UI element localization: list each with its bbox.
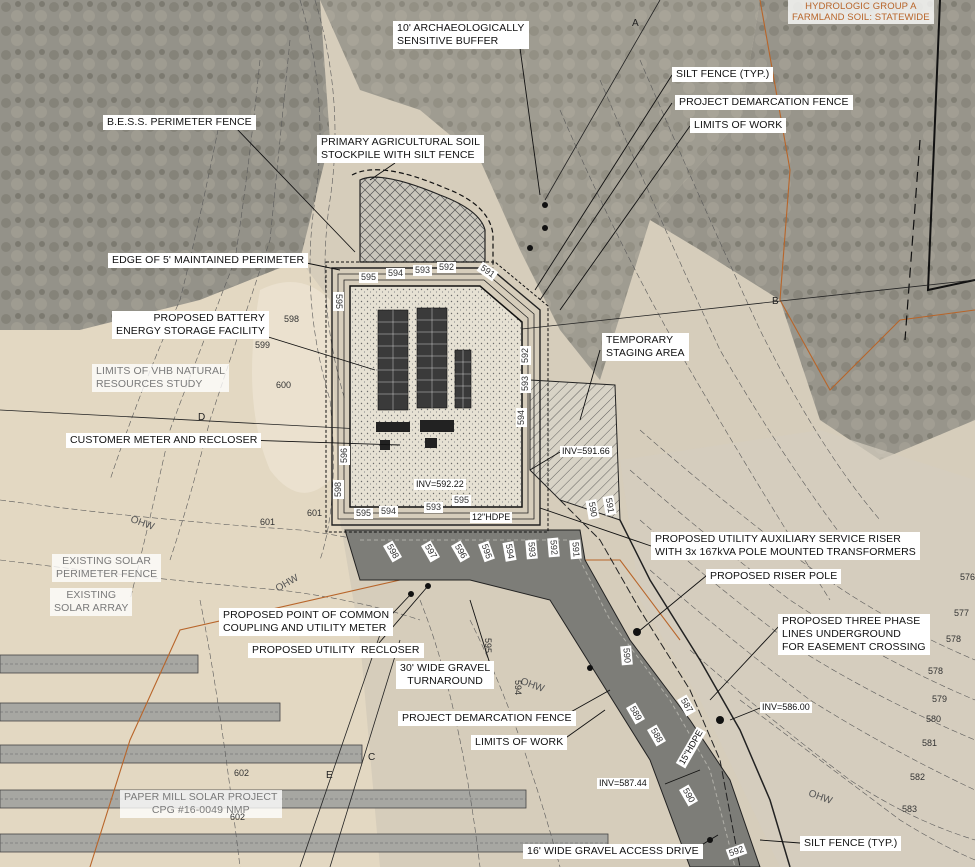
pipe-label-12-hdpe: 12"HDPE: [470, 512, 513, 523]
contour-label-center-1: 594: [513, 679, 524, 696]
contour-label-drive-1: 590: [620, 645, 633, 666]
contour-label-pad-right-1: 592: [520, 345, 532, 366]
label-staging-area: TEMPORARY STAGING AREA: [602, 333, 689, 361]
contour-label-east-t8: 577: [954, 608, 970, 618]
contour-label-pad-top-2: 594: [386, 268, 406, 279]
label-battery-facility: PROPOSED BATTERY ENERGY STORAGE FACILITY: [112, 311, 269, 339]
label-paper-mill-project: PAPER MILL SOLAR PROJECT CPG #16-0049 NM…: [120, 790, 282, 818]
silt-fence-pad: [325, 261, 549, 533]
meter-equipment: [376, 420, 454, 450]
label-riser-pole: PROPOSED RISER POLE: [706, 569, 842, 584]
contour-label-east-t4: 581: [922, 738, 938, 748]
section-letter-b: B: [772, 296, 779, 307]
section-letter-e: E: [326, 770, 333, 781]
contour-label-center-2: 595: [483, 637, 494, 654]
invert-pad: INV=592.22: [414, 479, 466, 490]
label-utility-recloser: PROPOSED UTILITY RECLOSER: [248, 643, 424, 658]
label-soil-stockpile: PRIMARY AGRICULTURAL SOIL STOCKPILE WITH…: [317, 135, 485, 163]
contour-label-pad-right-2: 593: [520, 373, 532, 394]
label-existing-fence: EXISTING SOLAR PERIMETER FENCE: [52, 554, 162, 582]
contour-label-pad-left-3: 598: [333, 479, 345, 500]
easement-dash: [904, 139, 921, 341]
contour-label-pad-left-2: 596: [339, 445, 351, 466]
invert-staging: INV=591.66: [560, 446, 612, 457]
contour-label-west-1: 598: [284, 314, 300, 324]
contour-label-west-7: 602: [230, 812, 246, 822]
label-silt-fence-top: SILT FENCE (TYP.): [672, 67, 774, 82]
label-utility-riser: PROPOSED UTILITY AUXILIARY SERVICE RISER…: [651, 532, 920, 560]
contour-label-east-t9: 578: [946, 634, 962, 644]
label-gravel-access-drive: 16' WIDE GRAVEL ACCESS DRIVE: [523, 844, 703, 859]
section-letter-a: A: [632, 18, 639, 29]
contour-label-pad-top-1: 595: [359, 272, 379, 283]
stockpile-silt-fence: [351, 169, 494, 268]
soil-stockpile: [359, 176, 486, 263]
contour-label-east-t3: 580: [926, 714, 942, 724]
contour-label-west-2: 599: [255, 340, 271, 350]
label-archaeological-buffer: 10' ARCHAEOLOGICALLY SENSITIVE BUFFER: [393, 21, 529, 49]
forest-north: [320, 0, 760, 380]
contour-label-pad-top-4: 592: [437, 262, 457, 273]
existing-solar-array: [0, 654, 609, 853]
label-limits-of-work-top: LIMITS OF WORK: [690, 118, 787, 133]
contour-label-pad-bottom-3: 593: [424, 502, 444, 513]
clearing-patch: [252, 282, 330, 493]
label-demarcation-fence-bottom: PROJECT DEMARCATION FENCE: [398, 711, 576, 726]
contour-label-east-t7: 576: [960, 572, 975, 582]
contour-label-pad-left-1: 595: [333, 291, 345, 312]
road-edge-dark-2: [559, 499, 741, 867]
invert-lower-right: INV=586.00: [760, 702, 812, 713]
forest-west: [0, 0, 330, 330]
label-vhb-limits: LIMITS OF VHB NATURAL RESOURCES STUDY: [92, 364, 230, 392]
label-limits-of-work-bottom: LIMITS OF WORK: [471, 735, 568, 750]
contour-label-pad-bottom-2: 594: [379, 506, 399, 517]
bess-pad-rings: [331, 267, 541, 526]
contour-label-road-6: 593: [525, 539, 538, 560]
invert-lower-left: INV=587.44: [597, 778, 649, 789]
contour-label-pad-bottom-4: 595: [452, 495, 472, 506]
easement-line: [926, 0, 975, 292]
battery-cell-lines: [378, 308, 471, 410]
section-letter-c: C: [368, 752, 376, 763]
label-point-of-coupling: PROPOSED POINT OF COMMON COUPLING AND UT…: [219, 608, 394, 636]
contour-label-pad-bottom-1: 595: [354, 508, 374, 519]
label-demarcation-fence-top: PROJECT DEMARCATION FENCE: [675, 95, 853, 110]
label-customer-meter: CUSTOMER METER AND RECLOSER: [66, 433, 262, 448]
contour-label-pad-top-3: 593: [413, 265, 433, 276]
label-three-phase-lines: PROPOSED THREE PHASE LINES UNDERGROUND F…: [778, 614, 930, 655]
contour-label-west-6: 602: [234, 768, 250, 778]
contour-label-west-3: 600: [276, 380, 292, 390]
forest-east: [650, 0, 975, 460]
contour-label-west-4: 601: [260, 517, 276, 527]
label-gravel-turnaround: 30' WIDE GRAVEL TURNAROUND: [396, 661, 495, 689]
label-existing-array: EXISTING SOLAR ARRAY: [50, 588, 133, 616]
contour-label-pad-right-3: 594: [516, 407, 528, 428]
section-letter-d: D: [198, 412, 206, 423]
contour-label-west-5: 601: [307, 508, 323, 518]
label-bess-perimeter-fence: B.E.S.S. PERIMETER FENCE: [103, 115, 256, 130]
contour-label-east-t5: 582: [910, 772, 926, 782]
contour-label-east-t6: 583: [902, 804, 918, 814]
contour-label-east-t1: 578: [928, 666, 944, 676]
contour-label-road-8: 591: [569, 539, 582, 560]
access-road: [344, 529, 761, 867]
label-edge-perimeter: EDGE OF 5' MAINTAINED PERIMETER: [108, 253, 309, 268]
label-silt-fence-bottom: SILT FENCE (TYP.): [800, 836, 902, 851]
contour-label-east-t2: 579: [932, 694, 948, 704]
contour-label-road-7: 592: [547, 537, 560, 558]
label-soil-note: HYDROLOGIC GROUP A FARMLAND SOIL: STATEW…: [788, 0, 934, 24]
